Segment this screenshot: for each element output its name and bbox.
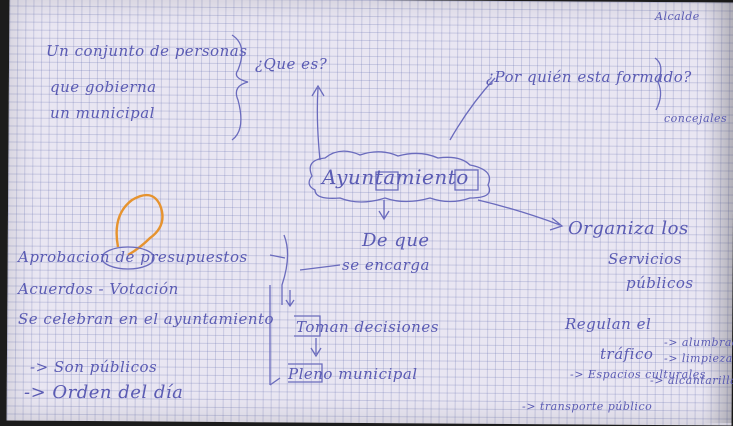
toman-decisiones: Toman decisiones xyxy=(296,318,439,336)
de-que-label: De que xyxy=(362,230,430,251)
center-topic: Ayuntamiento xyxy=(322,165,469,189)
list-item-acuerdos: Acuerdos - Votación xyxy=(18,280,179,298)
arrow-down xyxy=(378,200,390,221)
definition-line-1: Un conjunto de personas xyxy=(46,42,248,60)
regulan-label: Regulan el xyxy=(565,315,652,333)
page-shadow xyxy=(703,0,733,423)
organiza-label: Organiza los xyxy=(568,218,689,239)
servicios-label: Servicios xyxy=(608,250,683,268)
list-item-publicos: -> Son públicos xyxy=(30,358,158,376)
list-item-orden: -> Orden del día xyxy=(24,382,184,403)
list-item-presupuestos: Aprobacion de presupuestos xyxy=(18,248,248,266)
question-por-quien: ¿Por quién esta formado? xyxy=(486,68,692,86)
brace-right xyxy=(654,57,662,111)
box-toma xyxy=(294,315,321,337)
definition-line-3: un municipal xyxy=(50,104,155,122)
transporte-label: -> transporte público xyxy=(522,400,653,413)
trafico-label: tráfico xyxy=(600,345,654,363)
concejales-label: concejales xyxy=(664,112,728,125)
bracket-toman xyxy=(269,285,281,386)
brace-left xyxy=(231,34,249,141)
arrow-pleno xyxy=(310,338,322,358)
arrow-celebran xyxy=(285,290,295,308)
center-cloud xyxy=(308,150,491,203)
limpieza-label: -> limpieza xyxy=(664,352,733,365)
circle-bacion xyxy=(101,246,155,270)
pleno-municipal: Pleno municipal xyxy=(288,365,418,383)
question-que-es: ¿Que es? xyxy=(255,55,328,73)
arrow-organiza xyxy=(477,199,564,231)
espacios-label: -> Espacios culturales xyxy=(570,368,706,381)
alumbrado-label: -> alumbrado xyxy=(664,336,733,349)
box-ta xyxy=(375,171,399,191)
brace-list xyxy=(269,234,289,305)
publicos-label: públicos xyxy=(626,274,694,292)
orange-highlight xyxy=(115,193,164,257)
se-encarga-label: se encarga xyxy=(342,256,430,274)
arrow-que-es xyxy=(311,84,325,161)
arrow-por-quien xyxy=(449,77,496,141)
box-to xyxy=(454,169,479,191)
line-encarga xyxy=(299,264,341,271)
alcantarillado-label: -> alcantarillado xyxy=(650,374,733,387)
definition-line-2: que gobierna xyxy=(50,78,157,96)
list-item-celebran: Se celebran en el ayuntamiento xyxy=(18,310,275,328)
alcalde-label: Alcalde xyxy=(655,10,700,23)
box-pleno xyxy=(288,363,323,383)
